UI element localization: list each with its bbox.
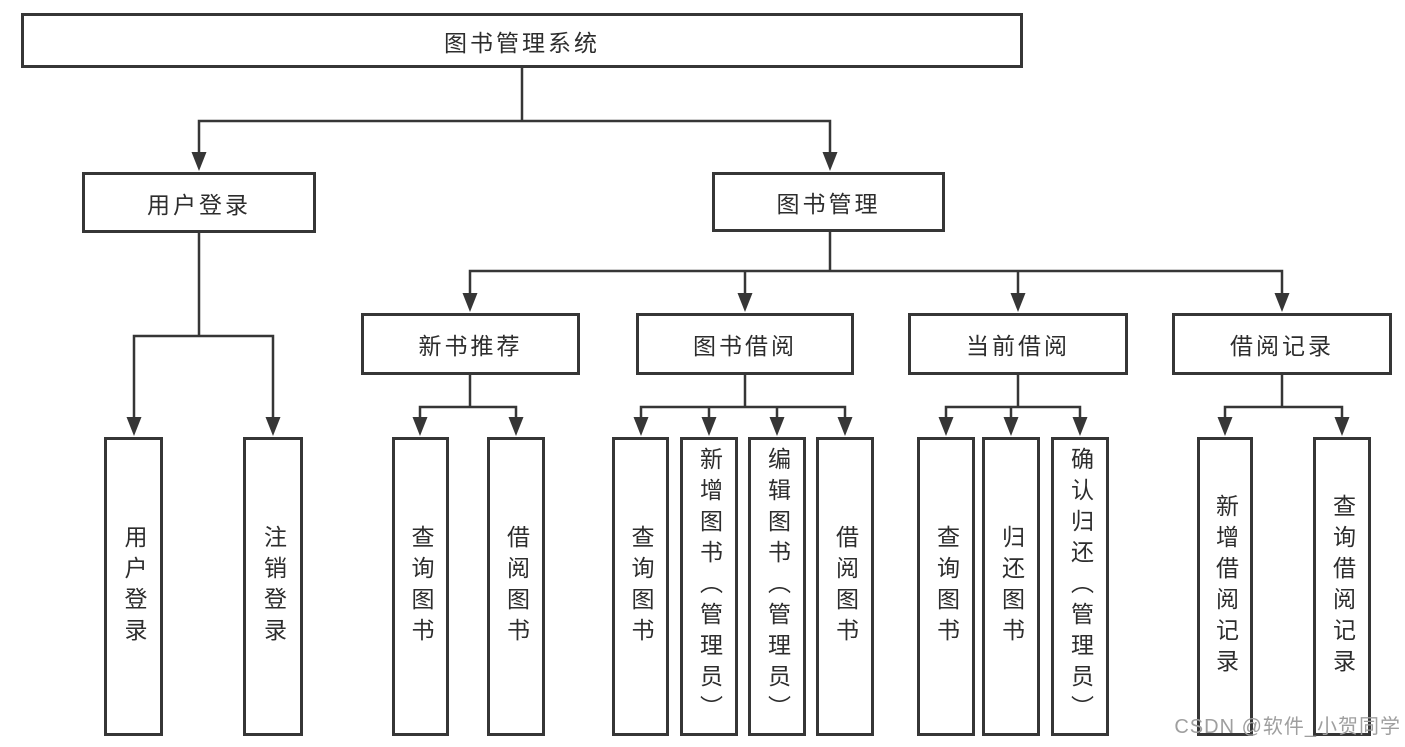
node-login: 用户登录	[104, 437, 163, 736]
node-current-query-book-label: 查询图书	[933, 524, 960, 649]
node-current-query-book: 查询图书	[917, 437, 975, 736]
csdn-watermark: CSDN @软件_小贺同学	[1174, 716, 1401, 738]
node-edit-book-admin-label: 编辑图书（管理员）	[764, 447, 791, 726]
node-query-borrow-record: 查询借阅记录	[1313, 437, 1371, 736]
node-root: 图书管理系统	[21, 13, 1023, 68]
node-user-login-label: 用户登录	[147, 191, 251, 218]
node-borrow-borrow-book-label: 借阅图书	[832, 524, 859, 649]
node-book-management: 图书管理	[712, 172, 945, 232]
node-recommend-borrow-book-label: 借阅图书	[503, 524, 530, 649]
node-new-book-recommend-label: 新书推荐	[418, 333, 523, 359]
node-add-borrow-record: 新增借阅记录	[1197, 437, 1253, 736]
node-root-label: 图书管理系统	[444, 29, 600, 56]
node-current-borrow: 当前借阅	[908, 313, 1128, 375]
node-recommend-query-book-label: 查询图书	[408, 524, 434, 649]
node-login-label: 用户登录	[121, 524, 147, 649]
node-add-book-admin-label: 新增图书（管理员）	[696, 447, 723, 726]
node-borrow-records: 借阅记录	[1172, 313, 1392, 375]
node-add-borrow-record-label: 新增借阅记录	[1212, 493, 1239, 680]
node-borrow-query-book: 查询图书	[612, 437, 669, 736]
arrowheads	[126, 152, 1350, 436]
node-user-login: 用户登录	[82, 172, 316, 233]
node-borrow-query-book-label: 查询图书	[628, 524, 654, 649]
node-add-book-admin: 新增图书（管理员）	[680, 437, 738, 736]
node-confirm-return-admin-label: 确认归还（管理员）	[1067, 447, 1094, 726]
node-recommend-borrow-book: 借阅图书	[487, 437, 545, 736]
node-logout-label: 注销登录	[260, 524, 287, 649]
node-book-borrow: 图书借阅	[636, 313, 854, 375]
node-borrow-records-label: 借阅记录	[1230, 333, 1334, 359]
node-recommend-query-book: 查询图书	[392, 437, 449, 736]
node-confirm-return-admin: 确认归还（管理员）	[1051, 437, 1109, 736]
node-book-management-label: 图书管理	[776, 191, 881, 217]
node-return-book-label: 归还图书	[998, 524, 1025, 649]
node-return-book: 归还图书	[982, 437, 1040, 736]
node-logout: 注销登录	[243, 437, 303, 736]
node-new-book-recommend: 新书推荐	[361, 313, 580, 375]
node-current-borrow-label: 当前借阅	[966, 333, 1070, 359]
node-query-borrow-record-label: 查询借阅记录	[1329, 493, 1356, 680]
node-book-borrow-label: 图书借阅	[693, 333, 797, 359]
node-borrow-borrow-book: 借阅图书	[816, 437, 874, 736]
node-edit-book-admin: 编辑图书（管理员）	[748, 437, 806, 736]
